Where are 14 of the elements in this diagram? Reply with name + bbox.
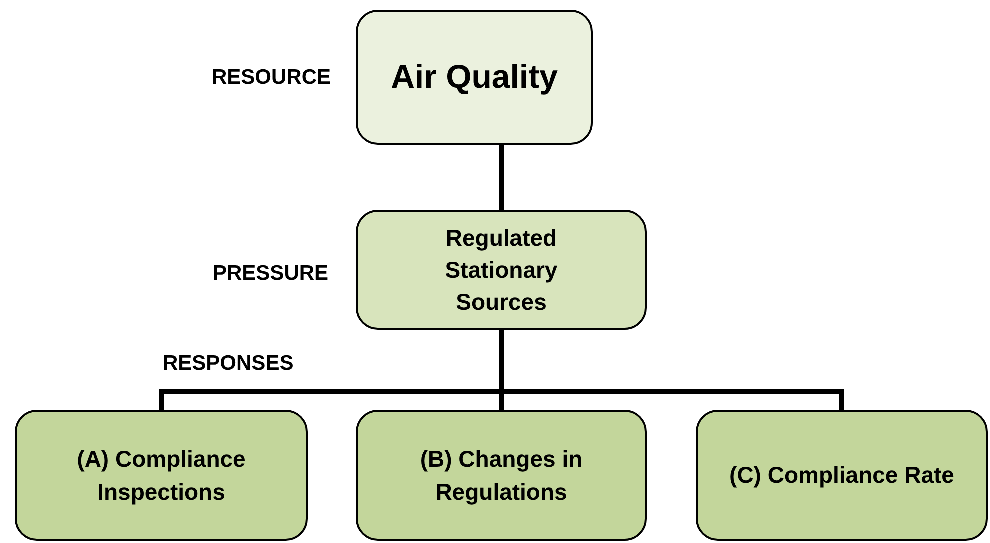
- response-box: [356, 410, 647, 541]
- resource-box: [356, 10, 593, 145]
- connector-line: [499, 145, 504, 210]
- level-label: RESPONSES: [163, 352, 294, 376]
- node-label: Air Quality: [391, 57, 558, 98]
- pressure-box: [356, 210, 647, 330]
- node-label: Regulated Stationary Sources: [444, 224, 559, 318]
- node-label: (B) Changes in Regulations: [419, 445, 584, 507]
- node-label: (A) Compliance Inspections: [76, 445, 247, 507]
- node-label: (C) Compliance Rate: [730, 461, 954, 490]
- response-box: [696, 410, 988, 541]
- level-label: RESOURCE: [212, 66, 332, 90]
- response-box: [15, 410, 308, 541]
- level-label: PRESSURE: [213, 262, 329, 286]
